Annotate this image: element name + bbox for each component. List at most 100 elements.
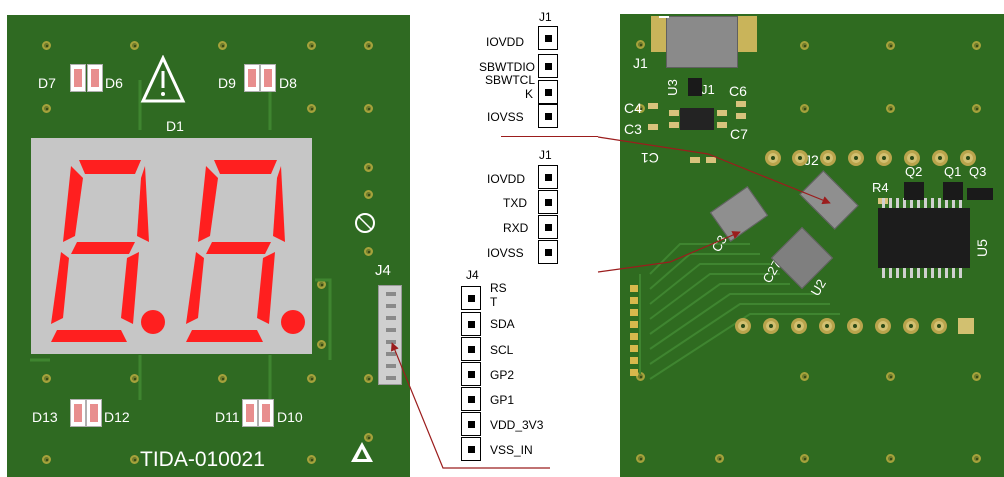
edge-pad — [630, 321, 638, 328]
j1-mid-pin-4 — [538, 240, 558, 264]
via — [364, 374, 373, 383]
led-label-d8: D8 — [279, 75, 297, 91]
th-pad — [903, 318, 919, 334]
th-pad — [932, 150, 948, 166]
via — [307, 41, 316, 50]
via — [636, 104, 645, 113]
j4-board-label: J4 — [375, 262, 391, 279]
rb-label-c7: C7 — [730, 126, 748, 142]
rb-label-q2: Q2 — [905, 164, 923, 179]
rb-label-c4: C4 — [624, 100, 642, 116]
j4-pin-5-label: GP1 — [490, 393, 515, 407]
th-pad — [765, 150, 781, 166]
smd — [706, 157, 716, 163]
seven-segment-display — [31, 138, 312, 354]
j4-pin-4-label: GP2 — [490, 368, 515, 382]
j4-pin-3-label: SCL — [490, 343, 514, 357]
via — [800, 454, 809, 463]
j1-top-pin-4 — [538, 104, 558, 128]
smd — [736, 113, 746, 119]
via — [364, 104, 373, 113]
q1-transistor — [943, 182, 963, 200]
via — [972, 41, 981, 50]
j1-top-pin-3-label: SBWTCL K — [485, 73, 536, 101]
smd — [669, 110, 679, 116]
j4-pin-6 — [461, 412, 481, 436]
th-pad — [735, 318, 751, 334]
smd — [690, 157, 700, 163]
th-pad — [791, 318, 807, 334]
j1-top-title: J1 — [539, 10, 552, 24]
led-label-d6: D6 — [105, 75, 123, 91]
u5-chip — [878, 208, 970, 268]
edge-pad — [630, 333, 638, 340]
j1-mid-pin-1 — [538, 165, 558, 189]
led-d13 — [70, 399, 86, 427]
via — [886, 104, 895, 113]
rb-label-q1: Q1 — [944, 164, 962, 179]
esd-icon — [351, 442, 373, 462]
j1-mid-pin-3-label: RXD — [503, 221, 529, 235]
led-label-d7: D7 — [38, 75, 56, 91]
led-d9 — [244, 64, 260, 92]
via — [972, 372, 981, 381]
smd — [669, 122, 679, 128]
j1-top-pin-4-label: IOVSS — [487, 110, 524, 124]
q3-transistor — [967, 188, 993, 200]
via — [364, 247, 373, 256]
via — [800, 41, 809, 50]
via — [972, 104, 981, 113]
u1-chip — [680, 108, 714, 130]
led-label-d13: D13 — [32, 409, 58, 425]
edge-pad — [630, 345, 638, 352]
via — [800, 372, 809, 381]
via — [42, 41, 51, 50]
th-pad — [875, 318, 891, 334]
smd — [648, 103, 658, 109]
led-d6 — [87, 64, 103, 92]
led-d10 — [258, 399, 274, 427]
th-pad-square — [958, 318, 974, 334]
display-digits — [51, 160, 305, 342]
j1-top-pin-2 — [538, 54, 558, 78]
via — [636, 40, 645, 49]
led-d12 — [86, 399, 102, 427]
display-label: D1 — [166, 118, 184, 134]
j1-top-pin-3 — [538, 80, 558, 104]
j1-mid-pin-3 — [538, 215, 558, 239]
edge-pad — [630, 309, 638, 316]
via — [317, 340, 326, 349]
j4-title: J4 — [466, 268, 479, 282]
u5-top-pins — [882, 198, 966, 208]
smd — [648, 124, 658, 130]
pb-free-icon — [355, 213, 375, 233]
th-pad — [819, 318, 835, 334]
j4-pin-1-label: RS T — [490, 281, 507, 309]
board-title: TIDA-010021 — [140, 448, 265, 471]
warning-triangle-icon — [140, 55, 186, 103]
via — [886, 372, 895, 381]
j1-top-pin-1-label: IOVDD — [486, 35, 525, 49]
j1-top-pin-1 — [538, 26, 558, 50]
via — [636, 454, 645, 463]
rb-label-r4: R4 — [872, 180, 889, 195]
rb-label-j1: J1 — [633, 55, 648, 71]
j1-mid-title: J1 — [539, 148, 552, 162]
smd — [717, 110, 727, 116]
rb-label-c6: C6 — [729, 83, 747, 99]
led-label-d10: D10 — [277, 409, 303, 425]
j4-pin-5 — [461, 387, 481, 411]
via — [42, 104, 51, 113]
via — [218, 374, 227, 383]
j4-pin-7-label: VSS_IN — [490, 443, 533, 457]
j1-mid-pin-2-label: TXD — [503, 196, 527, 210]
j4-pin-4 — [461, 362, 481, 386]
j4-pin-1 — [461, 286, 481, 310]
via — [364, 433, 373, 442]
th-pad — [763, 318, 779, 334]
via — [364, 163, 373, 172]
j4-pin-3 — [461, 337, 481, 361]
right-board-traces — [639, 243, 840, 380]
via — [972, 454, 981, 463]
